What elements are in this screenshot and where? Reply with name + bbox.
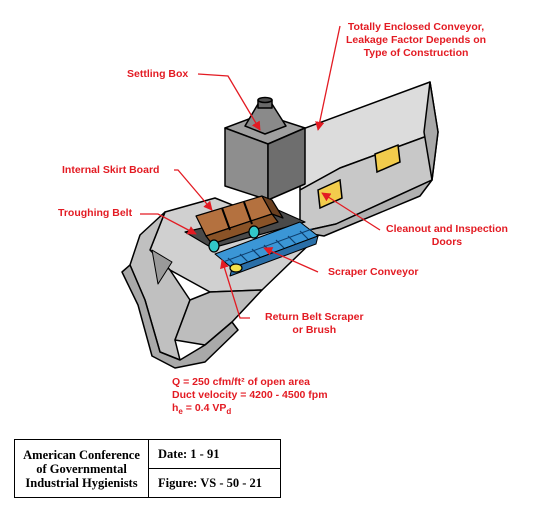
note-entry-loss: he = 0.4 VPd xyxy=(172,402,328,418)
settling-box xyxy=(224,96,306,201)
label-return-belt-scraper: Return Belt Scraper or Brush xyxy=(265,311,364,336)
label-scraper-conveyor: Scraper Conveyor xyxy=(328,266,419,278)
belt-rollers xyxy=(208,225,260,273)
head-roller xyxy=(248,225,260,239)
note-flow-rate: Q = 250 cfm/ft² of open area xyxy=(172,376,310,388)
label-troughing-belt: Troughing Belt xyxy=(58,207,133,219)
note-he-symbol: h xyxy=(172,402,179,414)
label-settling-box: Settling Box xyxy=(127,68,189,80)
label-internal-skirt-board: Internal Skirt Board xyxy=(62,164,160,176)
tail-roller xyxy=(208,239,220,253)
title-block: American Conference of Governmental Indu… xyxy=(14,439,281,498)
design-notes: Q = 250 cfm/ft² of open area Duct veloci… xyxy=(172,376,328,418)
leader-arrows xyxy=(140,25,381,319)
label-cleanout-doors: Cleanout and Inspection Doors xyxy=(386,223,508,248)
note-duct-velocity: Duct velocity = 4200 - 4500 fpm xyxy=(172,389,328,401)
note-he-value: = 0.4 VP xyxy=(182,402,227,414)
organization-name: American Conference of Governmental Indu… xyxy=(14,439,149,498)
conveyor-enclosure xyxy=(299,81,439,237)
scraper-conveyor xyxy=(214,221,319,277)
figure-number: Figure: VS - 50 - 21 xyxy=(148,468,281,498)
note-vp-sub: d xyxy=(226,407,232,416)
label-enclosed-conveyor: Totally Enclosed Conveyor, Leakage Facto… xyxy=(346,21,487,59)
figure-date: Date: 1 - 91 xyxy=(148,439,281,469)
transfer-enclosure xyxy=(121,197,319,369)
belt-assembly xyxy=(184,195,306,249)
note-he-sub: e xyxy=(178,407,183,416)
cleanout-door-right xyxy=(374,143,401,174)
return-scraper-roller xyxy=(229,263,243,273)
